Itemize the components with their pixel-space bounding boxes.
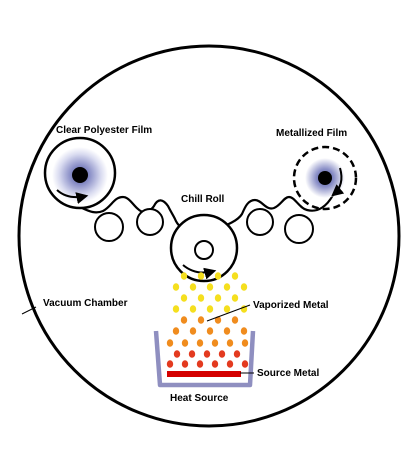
vapor-particle-icon xyxy=(226,360,234,368)
chill-roll-icon xyxy=(169,213,239,283)
vapor-particle-icon xyxy=(214,272,222,280)
vapor-particle-icon xyxy=(218,350,226,358)
vapor-particle-icon xyxy=(180,272,188,280)
unwind-roll-icon xyxy=(43,136,117,210)
vapor-particle-icon xyxy=(172,305,180,313)
vapor-particle-icon xyxy=(231,316,239,324)
vapor-particle-icon xyxy=(223,305,231,313)
vapor-particle-icon xyxy=(196,360,204,368)
vapor-particle-icon xyxy=(172,327,180,335)
heat-source-label: Heat Source xyxy=(170,393,229,404)
vapor-particle-icon xyxy=(223,283,231,291)
vapor-particle-icon xyxy=(211,360,219,368)
vaporized-metal-leader xyxy=(206,304,251,322)
vapor-particle-icon xyxy=(189,305,197,313)
source-metal-pool xyxy=(167,371,241,377)
vapor-particle-icon xyxy=(241,360,249,368)
vapor-particle-icon xyxy=(206,327,214,335)
metallized-film-label: Metallized Film xyxy=(276,128,347,139)
vapor-particle-icon xyxy=(188,350,196,358)
vapor-particle-icon xyxy=(197,316,205,324)
vaporized-metal-label: Vaporized Metal xyxy=(253,300,329,311)
vapor-particle-icon xyxy=(240,327,248,335)
vapor-particle-icon xyxy=(240,283,248,291)
vapor-particle-icon xyxy=(181,339,189,347)
idler-roller-icon xyxy=(284,214,314,244)
vapor-particle-icon xyxy=(206,305,214,313)
vapor-particle-icon xyxy=(189,327,197,335)
vapor-particle-icon xyxy=(241,339,249,347)
vapor-particle-icon xyxy=(226,339,234,347)
vapor-particle-icon xyxy=(231,272,239,280)
vapor-particle-icon xyxy=(214,294,222,302)
vapor-particle-icon xyxy=(203,350,211,358)
vapor-particle-icon xyxy=(181,360,189,368)
vapor-particle-icon xyxy=(206,283,214,291)
vapor-particle-icon xyxy=(197,294,205,302)
vapor-particle-icon xyxy=(166,360,174,368)
idler-roller-icon xyxy=(136,208,164,236)
vaporized-metal-particles xyxy=(166,272,249,368)
vapor-particle-icon xyxy=(231,294,239,302)
vacuum-chamber-label: Vacuum Chamber xyxy=(43,298,128,309)
vapor-particle-icon xyxy=(189,283,197,291)
source-metal-label: Source Metal xyxy=(257,368,319,379)
vapor-particle-icon xyxy=(233,350,241,358)
chill-roll-label: Chill Roll xyxy=(181,194,225,205)
vapor-particle-icon xyxy=(197,272,205,280)
vapor-particle-icon xyxy=(214,316,222,324)
vapor-particle-icon xyxy=(180,316,188,324)
vacuum-chamber-leader xyxy=(21,306,37,315)
idler-roller-icon xyxy=(94,212,124,242)
idler-roller-icon xyxy=(246,208,274,236)
vapor-particle-icon xyxy=(172,283,180,291)
vapor-particle-icon xyxy=(196,339,204,347)
vapor-particle-icon xyxy=(166,339,174,347)
vapor-particle-icon xyxy=(211,339,219,347)
vapor-particle-icon xyxy=(173,350,181,358)
rewind-roll-icon xyxy=(292,145,358,211)
vapor-particle-icon xyxy=(223,327,231,335)
crucible-icon xyxy=(153,330,256,388)
vapor-particle-icon xyxy=(180,294,188,302)
vacuum-chamber-outline xyxy=(17,44,401,428)
clear-film-label: Clear Polyester Film xyxy=(56,125,152,136)
